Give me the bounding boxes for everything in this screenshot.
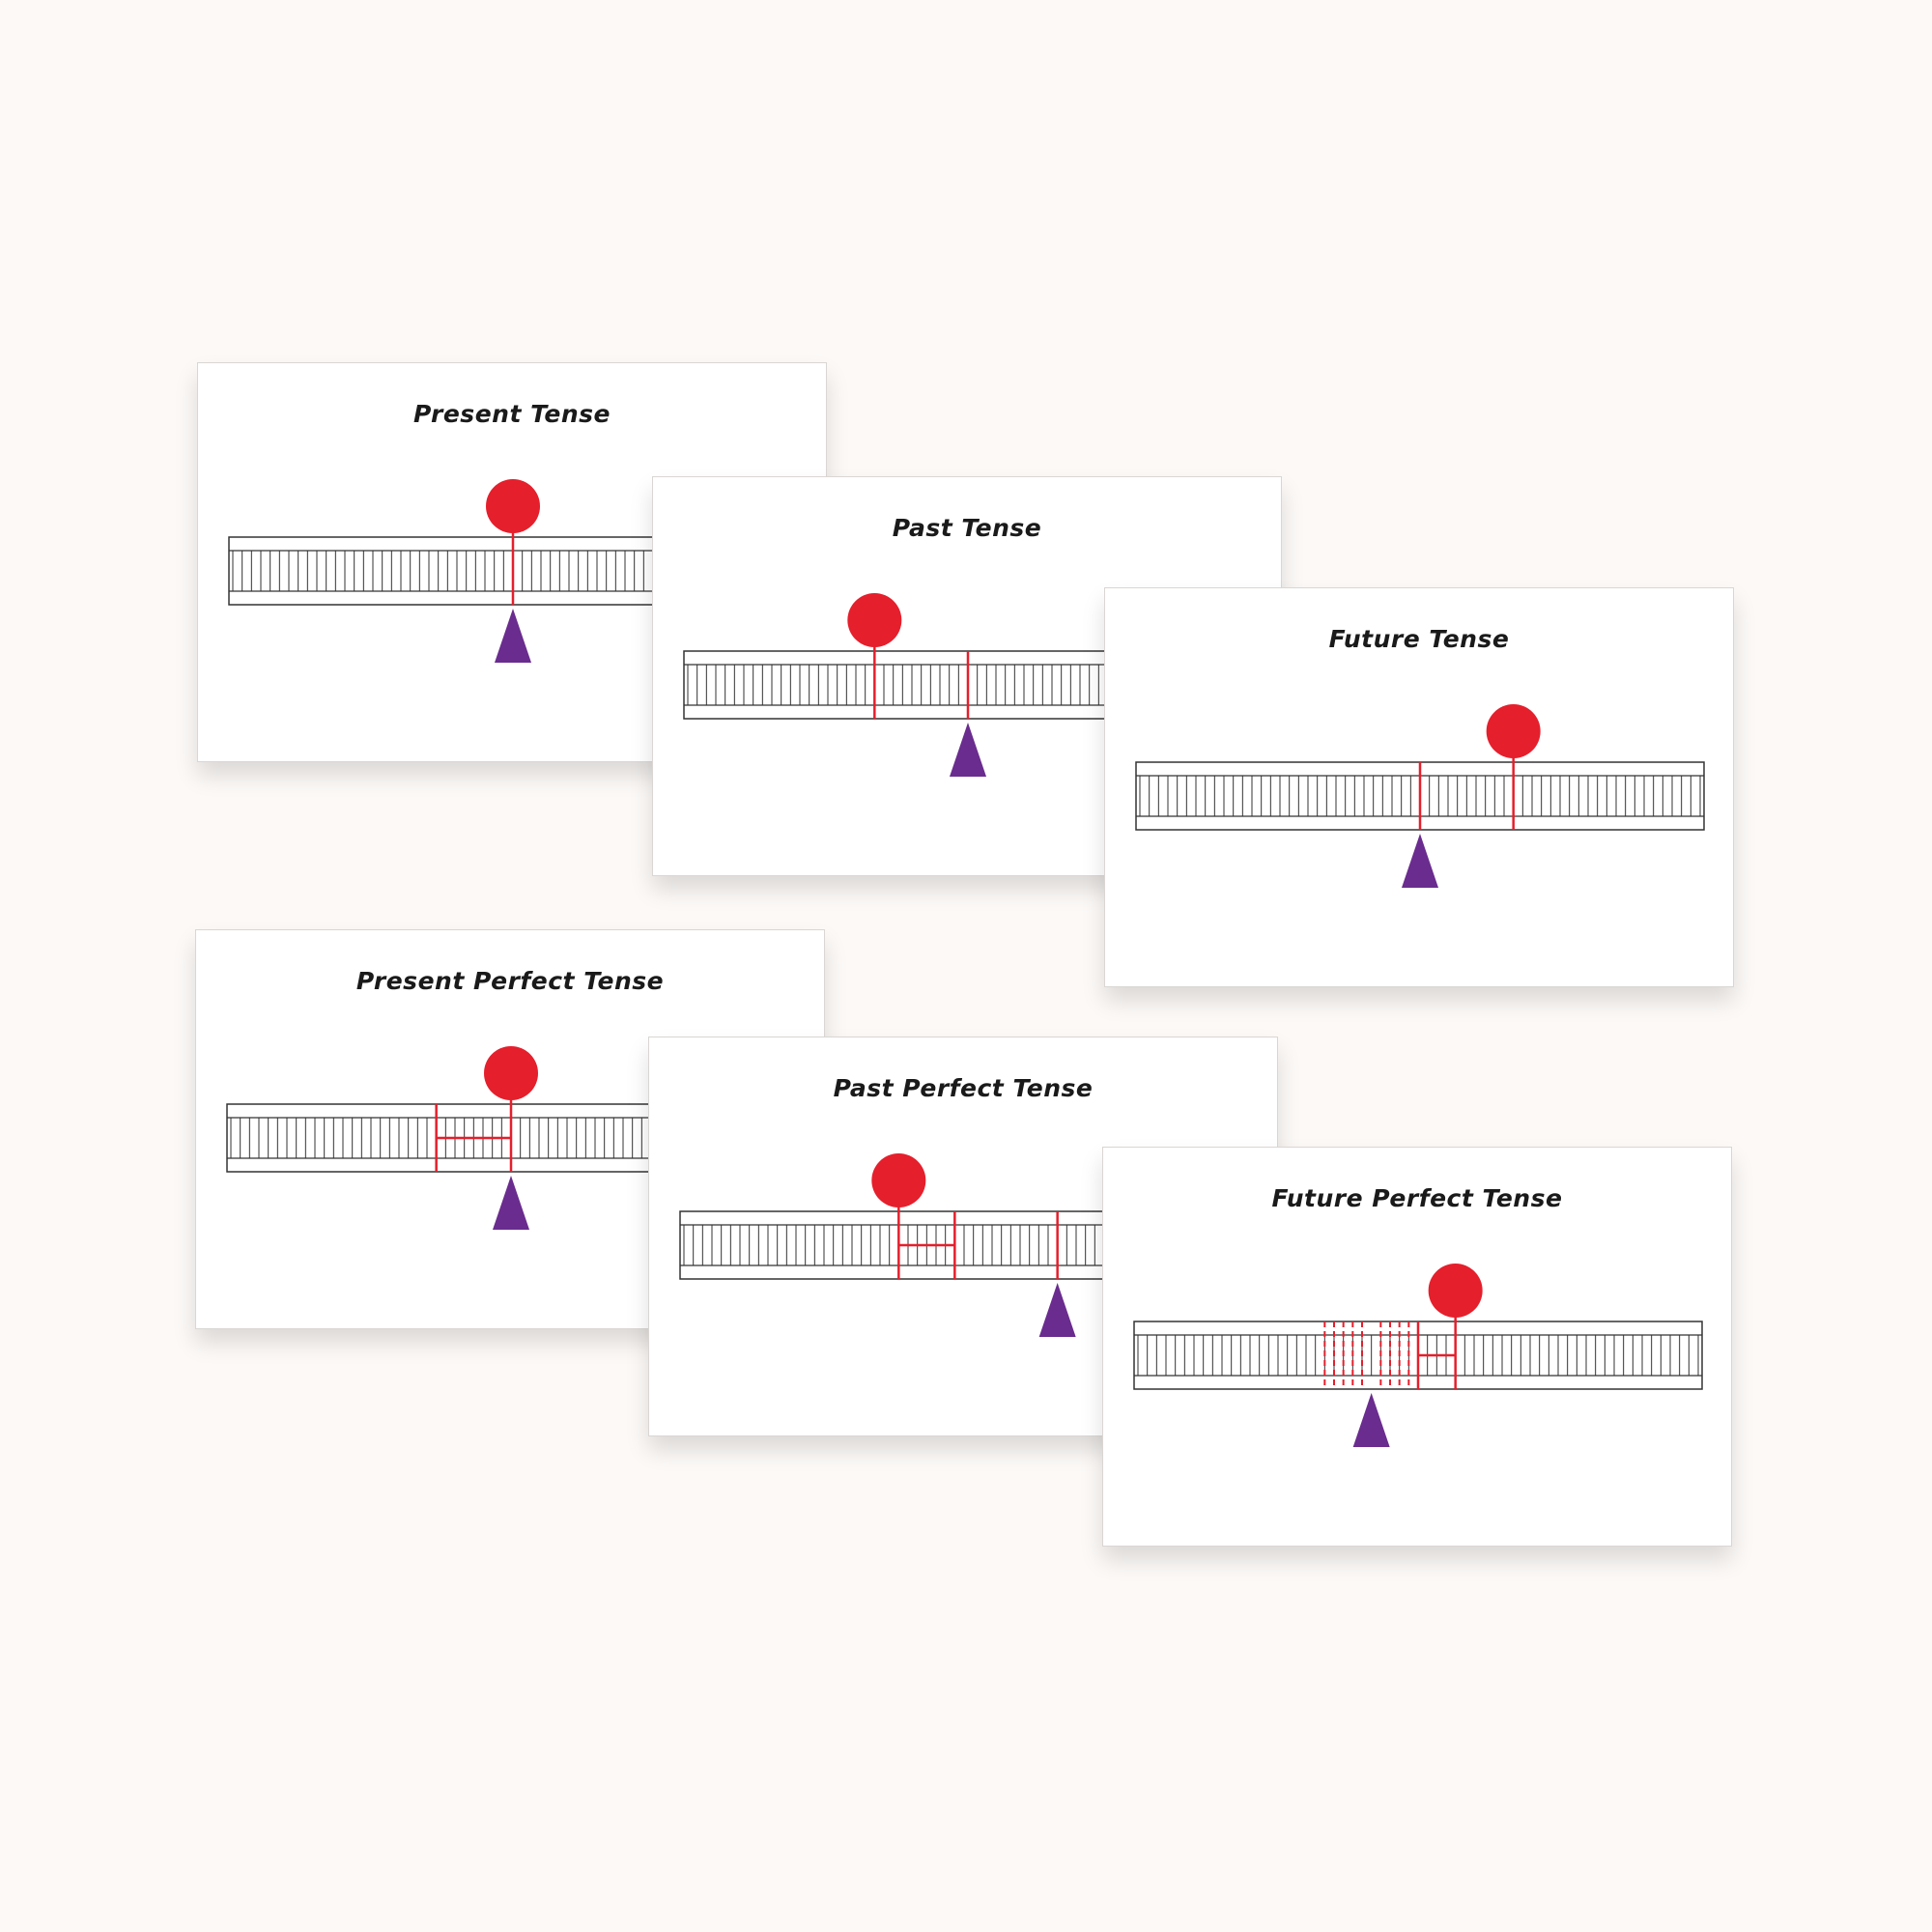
purple-triangle-icon <box>493 1176 529 1230</box>
card-title: Future Perfect Tense <box>1271 1184 1563 1212</box>
purple-triangle-icon <box>495 609 531 663</box>
red-circle-icon <box>486 479 540 533</box>
red-circle-icon <box>1428 1264 1483 1318</box>
purple-triangle-icon <box>1038 1283 1076 1337</box>
timeline <box>1133 1321 1703 1390</box>
red-circle-icon <box>484 1046 538 1100</box>
card-future-perfect-tense: Future Perfect Tense <box>1102 1147 1732 1547</box>
timeline-diagram <box>1133 1264 1703 1447</box>
timeline-diagram <box>1135 704 1705 888</box>
card-title: Present Tense <box>412 400 611 428</box>
purple-triangle-icon <box>1352 1393 1390 1447</box>
red-circle-icon <box>871 1153 926 1208</box>
card-title: Present Perfect Tense <box>355 967 665 995</box>
purple-triangle-icon <box>1402 834 1438 888</box>
purple-triangle-icon <box>950 723 986 777</box>
red-circle-icon <box>847 593 902 647</box>
card-title: Past Tense <box>892 514 1042 542</box>
card-title: Past Perfect Tense <box>833 1074 1094 1102</box>
card-future-tense: Future Tense <box>1104 587 1734 987</box>
timeline <box>1135 761 1705 831</box>
red-circle-icon <box>1486 704 1541 758</box>
card-title: Future Tense <box>1328 625 1510 653</box>
